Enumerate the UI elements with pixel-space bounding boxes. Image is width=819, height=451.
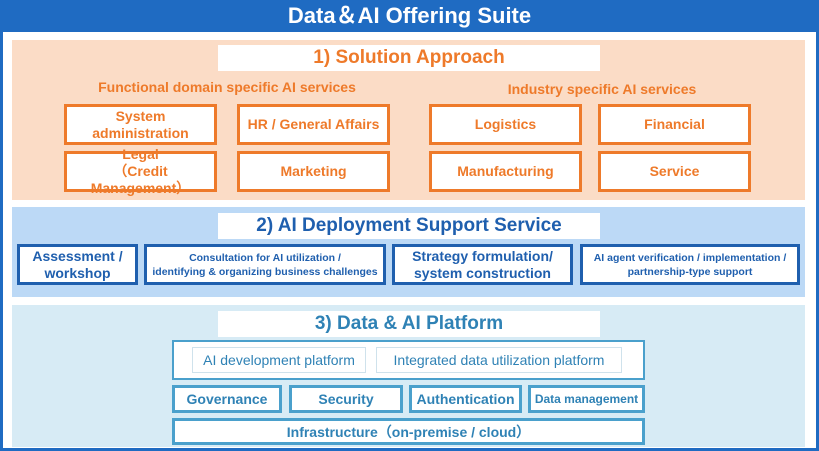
service-marketing: Marketing xyxy=(237,151,390,192)
solution-approach-title: 1) Solution Approach xyxy=(218,45,600,71)
industry-service: Service xyxy=(598,151,751,192)
ai-deployment-support-section: 2) AI Deployment Support Service Assessm… xyxy=(12,207,805,297)
support-consultation: Consultation for AI utilization / identi… xyxy=(144,244,386,285)
data-ai-platform-title: 3) Data & AI Platform xyxy=(218,311,600,337)
platform-integrated-data: Integrated data utilization platform xyxy=(376,347,622,373)
industry-services-heading: Industry specific AI services xyxy=(507,81,697,97)
component-governance: Governance xyxy=(172,385,282,413)
industry-logistics: Logistics xyxy=(429,104,582,145)
service-legal: Legal （Credit Management） xyxy=(64,146,217,196)
support-ai-agent-verification: AI agent verification / implementation /… xyxy=(580,244,800,285)
service-system-administration: System administration xyxy=(64,104,217,145)
ai-deployment-support-title: 2) AI Deployment Support Service xyxy=(218,213,600,239)
data-ai-platform-section: 3) Data & AI Platform AI development pla… xyxy=(12,305,805,447)
support-assessment-workshop: Assessment / workshop xyxy=(17,244,138,285)
page-title: Data＆AI Offering Suite xyxy=(0,0,819,32)
platform-ai-development: AI development platform xyxy=(192,347,366,373)
component-data-management: Data management xyxy=(528,385,645,413)
support-strategy-formulation: Strategy formulation/ system constructio… xyxy=(392,244,573,285)
solution-approach-section: 1) Solution Approach Functional domain s… xyxy=(12,40,805,200)
service-hr-general-affairs: HR / General Affairs xyxy=(237,104,390,145)
industry-financial: Financial xyxy=(598,104,751,145)
functional-services-heading: Functional domain specific AI services xyxy=(98,79,356,95)
industry-manufacturing: Manufacturing xyxy=(429,151,582,192)
component-authentication: Authentication xyxy=(409,385,522,413)
infrastructure-bar: Infrastructure（on-premise / cloud） xyxy=(172,418,645,445)
component-security: Security xyxy=(289,385,403,413)
